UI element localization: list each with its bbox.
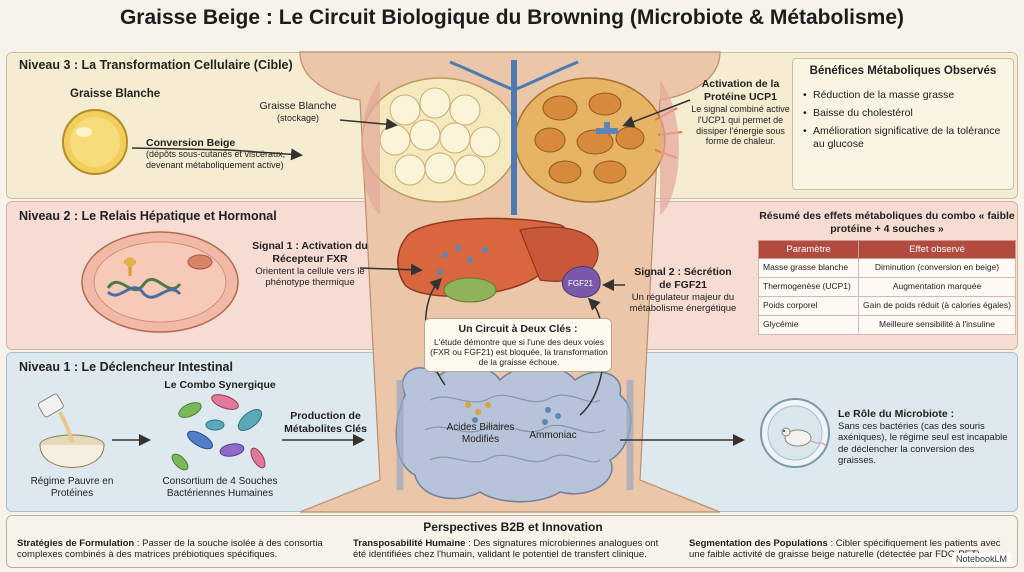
level2-label: Niveau 2 : Le Relais Hépatique et Hormon…	[19, 209, 277, 223]
fgf21-tag: FGF21	[568, 279, 593, 288]
benefits-panel: Bénéfices Métaboliques Observés Réductio…	[792, 58, 1014, 190]
storage-title: Graisse Blanche	[259, 100, 337, 112]
page-title: Graisse Beige : Le Circuit Biologique du…	[119, 6, 905, 29]
benefit-item: Baisse du cholestérol	[803, 107, 1007, 120]
beige-fat-cells	[534, 92, 645, 184]
footer-col3-key: Segmentation des Populations	[689, 538, 828, 549]
ammonia-dots	[542, 407, 561, 425]
keybox-desc: L'étude démontre que si l'une des deux v…	[430, 337, 608, 368]
footer-col1-text: : Passer de la souche isolée à des conso…	[17, 538, 323, 561]
ucp1-title: Activation de la Protéine UCP1	[701, 78, 780, 103]
bile-acids-label: Acides Biliaires Modifiés	[446, 422, 515, 445]
combo-title: Le Combo Synergique	[164, 379, 276, 391]
benefit-item: Amélioration significative de la toléran…	[803, 125, 1007, 151]
table-cell: Poids corporel	[758, 296, 859, 316]
footer-col-transposability: Transposabilité Humaine : Des signatures…	[353, 538, 673, 561]
fgf21-molecule	[561, 265, 601, 298]
level1-label: Niveau 1 : Le Déclencheur Intestinal	[19, 360, 233, 374]
footer-col3-text: : Cibler spécifiquement les patients ave…	[689, 538, 1001, 561]
table-cell: Gain de poids réduit (à calories égales)	[858, 296, 1016, 316]
microbiota-desc: Sans ces bactéries (cas des souris axéni…	[838, 421, 1008, 467]
footer-col-formulation: Stratégies de Formulation : Passer de la…	[17, 538, 337, 561]
storage-sub: (stockage)	[276, 113, 320, 123]
table-row: Thermogenèse (UCP1) Augmentation marquée	[758, 277, 1016, 297]
bacteria-group	[171, 394, 266, 471]
signal2-title: Signal 2 : Sécrétion de FGF21	[634, 266, 732, 291]
table-cell: Glycémie	[758, 315, 859, 335]
summary-header-param: Paramètre	[758, 240, 859, 259]
footer-col1-key: Stratégies de Formulation	[17, 538, 135, 549]
table-row: Masse grasse blanche Diminution (convers…	[758, 258, 1016, 278]
white-fat-title: Graisse Blanche	[70, 88, 161, 100]
keybox-title: Un Circuit à Deux Clés :	[458, 323, 578, 335]
ammonia-label: Ammoniac	[529, 430, 577, 441]
benefits-list: Réduction de la masse grasse Baisse du c…	[803, 89, 1007, 157]
summary-title: Résumé des effets métaboliques du combo …	[759, 210, 1015, 235]
brand-badge: NotebookLM	[951, 553, 1011, 565]
table-cell: Thermogenèse (UCP1)	[758, 277, 859, 297]
footer-col-segmentation: Segmentation des Populations : Cibler sp…	[689, 538, 1009, 561]
conversion-title: Conversion Beige	[146, 137, 236, 149]
powder-cup	[37, 393, 64, 418]
footer-col2-key: Transposabilité Humaine	[353, 538, 466, 549]
diet-label: Régime Pauvre en Protéines	[30, 476, 114, 499]
conversion-desc: (dépôts sous-cutanés et viscéraux, deven…	[146, 149, 286, 170]
gallbladder	[443, 277, 497, 303]
table-cell: Diminution (conversion en beige)	[858, 258, 1016, 278]
table-row: Glycémie Meilleure sensibilité à l'insul…	[758, 315, 1016, 335]
production-title: Production de Métabolites Clés	[284, 410, 367, 435]
table-row: Poids corporel Gain de poids réduit (à c…	[758, 296, 1016, 316]
ucp1-desc: Le signal combiné active l'UCP1 qui perm…	[691, 104, 790, 147]
table-cell: Augmentation marquée	[858, 277, 1016, 297]
white-fat-cells	[379, 87, 501, 186]
bile-molecules-liver	[437, 245, 488, 275]
summary-table: Paramètre Effet observé Masse grasse bla…	[758, 240, 1016, 335]
microbiota-title: Le Rôle du Microbiote :	[838, 408, 955, 420]
signal1-title: Signal 1 : Activation du Récepteur FXR	[252, 240, 368, 265]
footer-col2-text: : Des signatures microbiennes analogues …	[353, 538, 659, 561]
table-cell: Meilleure sensibilité à l'insuline	[858, 315, 1016, 335]
dna-helix	[106, 277, 182, 292]
level3-label: Niveau 3 : La Transformation Cellulaire …	[19, 58, 293, 72]
summary-header-effect: Effet observé	[858, 240, 1016, 259]
bile-acid-dots	[465, 402, 491, 423]
ucp1-protein	[596, 122, 618, 134]
consortium-label: Consortium de 4 Souches Bactériennes Hum…	[162, 476, 278, 499]
benefit-item: Réduction de la masse grasse	[803, 89, 1007, 102]
signal2-desc: Un régulateur majeur du métabolisme éner…	[629, 292, 737, 315]
two-key-circuit-box: Un Circuit à Deux Clés : L'étude démontr…	[424, 318, 612, 372]
table-cell: Masse grasse blanche	[758, 258, 859, 278]
mouse-icon	[784, 429, 812, 447]
footer-panel: Perspectives B2B et Innovation Stratégie…	[6, 515, 1018, 568]
signal1-desc: Orientent la cellule vers le phénotype t…	[255, 266, 365, 289]
benefits-title: Bénéfices Métaboliques Observés	[809, 65, 997, 77]
footer-title: Perspectives B2B et Innovation	[423, 520, 603, 534]
